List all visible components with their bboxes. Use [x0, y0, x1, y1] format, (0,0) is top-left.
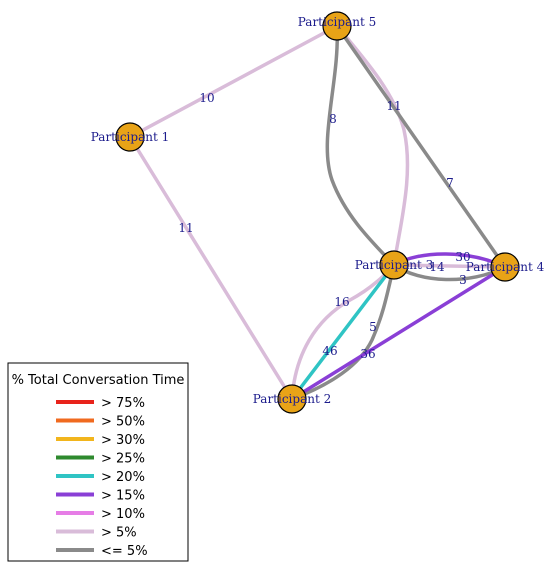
- edge-p5-p3-pink: [335, 24, 410, 267]
- node-circle[interactable]: [322, 11, 352, 41]
- legend-box: [7, 362, 189, 562]
- edge-p2-p3-cyan: [290, 263, 396, 401]
- edge-label-p3-p4-pink: 14: [429, 260, 445, 274]
- node-circle[interactable]: [490, 252, 520, 282]
- node-participant-4[interactable]: Participant 4: [466, 252, 545, 282]
- node-participant-3[interactable]: Participant 3: [355, 250, 433, 280]
- edge-p1-p2: [128, 135, 294, 401]
- edge-p5-p3-gray: [325, 24, 396, 267]
- legend-items: > 75% > 50% > 30% > 25% > 20% > 15% > 10% > 5% <…: [56, 396, 148, 559]
- edge-p5-p4: [335, 24, 507, 269]
- edge-label-p2-p3-gray: 5: [369, 320, 377, 334]
- edge-p2-p3-gray: [290, 263, 396, 401]
- legend-label: > 50%: [101, 415, 145, 430]
- edge-labels: 10 11 8 11 7 30 14 3 16 46 5 36: [178, 91, 470, 361]
- legend-label: > 10%: [101, 507, 145, 522]
- node-label-participant-2: Participant 2: [253, 392, 331, 406]
- node-circle[interactable]: [277, 384, 307, 414]
- legend-label: > 15%: [101, 489, 145, 504]
- node-circle[interactable]: [115, 122, 145, 152]
- legend: % Total Conversation Time > 75% > 50% > 30…: [7, 362, 189, 562]
- edge-label-p2-p3-cyan: 46: [322, 344, 337, 358]
- legend-label: > 75%: [101, 396, 145, 411]
- legend-label: > 20%: [101, 470, 145, 485]
- edge-p2-p4: [290, 265, 507, 401]
- legend-label: <= 5%: [101, 544, 148, 559]
- node-label-participant-5: Participant 5: [298, 15, 376, 29]
- node-circle[interactable]: [379, 250, 409, 280]
- nodes: Participant 1 Participant 5 Participant …: [91, 11, 545, 414]
- legend-label: > 30%: [101, 433, 145, 448]
- edges: [128, 24, 507, 401]
- legend-label: > 5%: [101, 526, 137, 541]
- node-label-participant-4: Participant 4: [466, 260, 545, 274]
- edge-label-p5-p3-pink: 11: [386, 99, 401, 113]
- node-participant-5[interactable]: Participant 5: [298, 11, 376, 41]
- node-participant-2[interactable]: Participant 2: [253, 384, 331, 414]
- legend-title: % Total Conversation Time: [12, 373, 185, 388]
- edge-label-p1-p2: 11: [178, 221, 193, 235]
- edge-label-p3-p4-purple: 30: [455, 250, 470, 264]
- edge-p3-p4-pink: [392, 263, 507, 269]
- edge-label-p2-p4: 36: [360, 347, 375, 361]
- legend-label: > 25%: [101, 452, 145, 467]
- node-label-participant-1: Participant 1: [91, 130, 169, 144]
- edge-label-p1-p5: 10: [199, 91, 214, 105]
- edge-p1-p5: [128, 24, 339, 139]
- edge-label-p5-p4: 7: [446, 176, 454, 190]
- edge-p2-p3-pink: [290, 263, 396, 401]
- node-label-participant-3: Participant 3: [355, 258, 433, 272]
- node-participant-1[interactable]: Participant 1: [91, 122, 169, 152]
- edge-label-p5-p3-gray: 8: [329, 112, 337, 126]
- edge-label-p2-p3-pink: 16: [334, 295, 349, 309]
- edge-label-p3-p4-gray: 3: [459, 273, 467, 287]
